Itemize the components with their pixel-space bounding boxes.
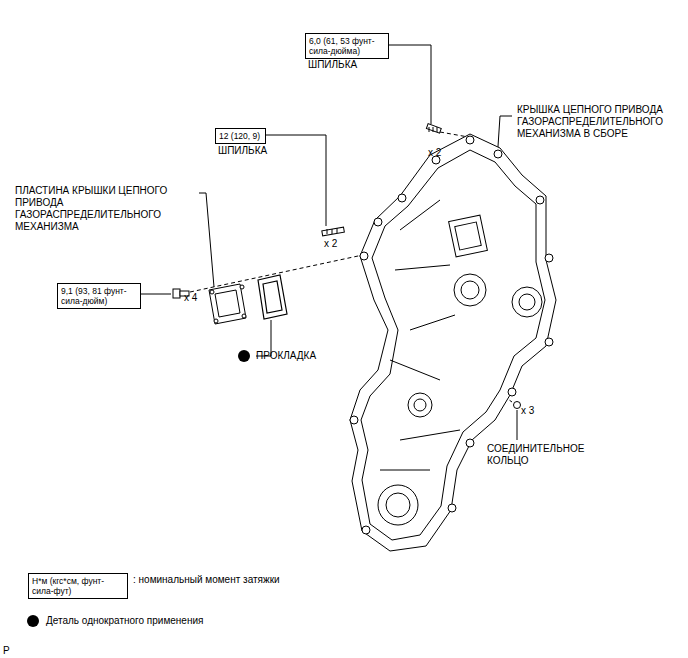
torque-box: 6,0 (61, 53 фунт-сила-дюйма) — [305, 33, 389, 59]
torque-value: 6,0 (61, 53 фунт-сила-дюйма) — [309, 36, 385, 56]
quantity: x 2 — [428, 147, 458, 159]
torque-value: Н*м (кгс*см, фунт-сила-фут) — [32, 576, 124, 596]
part-name: ШПИЛЬКА — [218, 145, 298, 157]
legend-text: : номинальный момент затяжки — [133, 574, 283, 586]
legend-swatch — [27, 615, 39, 627]
page-code: P — [3, 645, 23, 657]
torque-value: 9,1 (93, 81 фунт-сила-дюйм) — [61, 286, 137, 306]
torque-box: 12 (120, 9) — [215, 128, 266, 144]
torque-value: 12 (120, 9) — [219, 131, 262, 141]
quantity: x 4 — [184, 292, 214, 304]
part-name: КРЫШКА ЦЕПНОГО ПРИВОДА ГАЗОРАСПРЕДЕЛИТЕЛ… — [517, 104, 682, 140]
part-name: ПРОКЛАДКА — [256, 350, 346, 362]
part-name: ШПИЛЬКА — [308, 59, 388, 71]
quantity: x 3 — [521, 405, 551, 417]
quantity: x 2 — [324, 238, 354, 250]
part-name: СОЕДИНИТЕЛЬНОЕ КОЛЬЦО — [487, 443, 597, 467]
torque-box: Н*м (кгс*см, фунт-сила-фут) — [28, 573, 128, 599]
torque-box: 9,1 (93, 81 фунт-сила-дюйм) — [57, 283, 141, 309]
legend-text: Деталь однократного применения — [46, 615, 286, 627]
part-name: ПЛАСТИНА КРЫШКИ ЦЕПНОГО ПРИВОДА ГАЗОРАСП… — [15, 185, 197, 233]
